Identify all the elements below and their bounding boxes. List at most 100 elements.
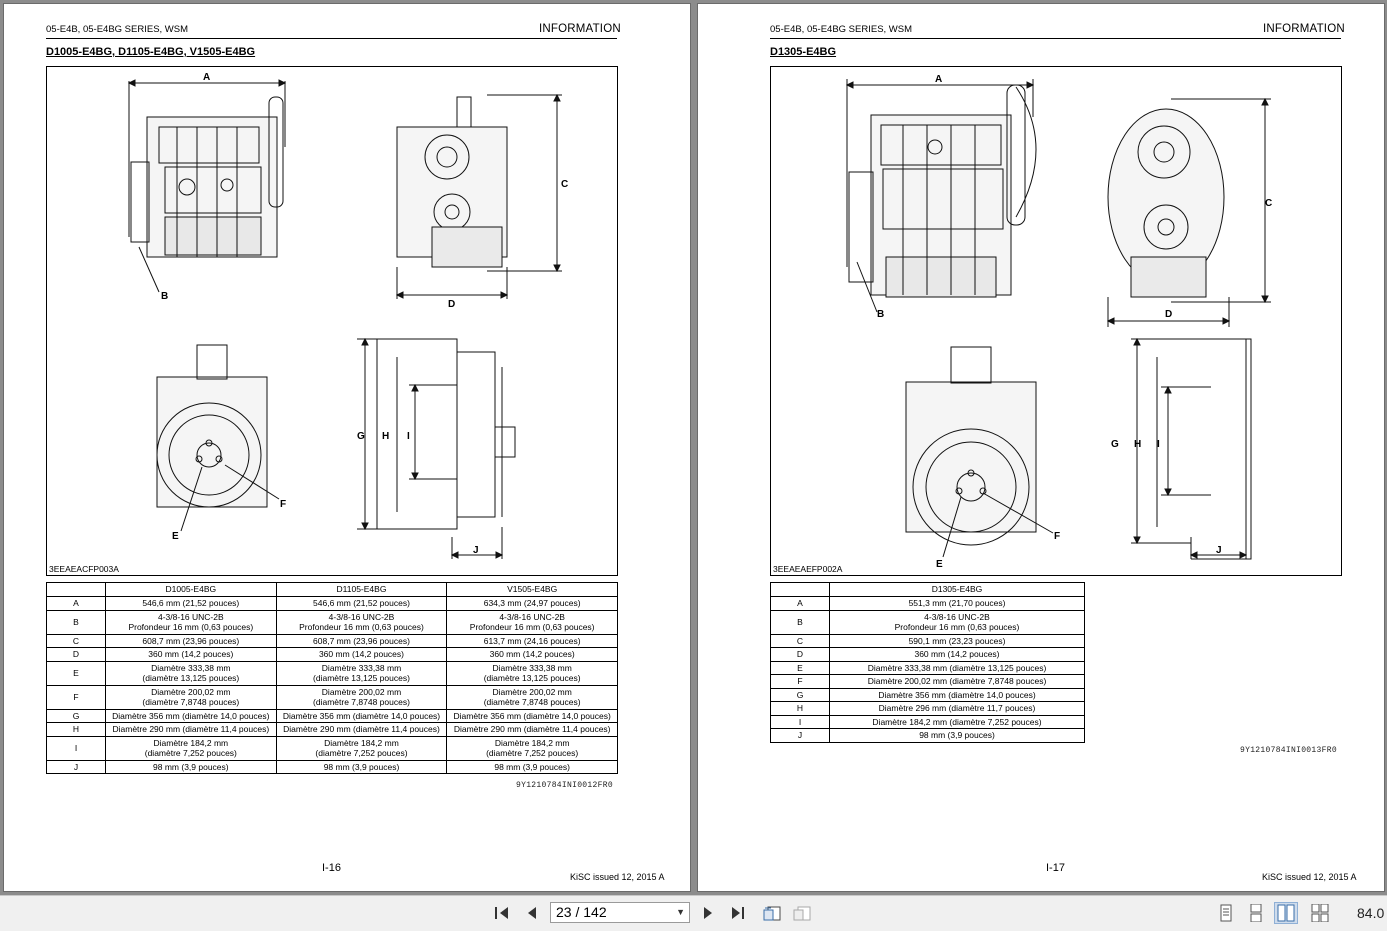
zoom-level[interactable]: 84.0	[1357, 905, 1385, 921]
dimension-value: 608,7 mm (23,96 pouces)	[275, 633, 448, 648]
page-i-17: 05-E4B, 05-E4BG SERIES, WSM INFORMATION …	[698, 4, 1384, 891]
dimension-key: G	[770, 687, 830, 702]
chevron-down-icon[interactable]: ▼	[676, 907, 685, 917]
figure-code: 3EEAEAEFP002A	[773, 564, 843, 574]
previous-page-icon[interactable]	[520, 902, 544, 924]
label-h: H	[1134, 439, 1141, 450]
value-line: (diamètre 13,125 pouces)	[313, 673, 410, 683]
label-c: C	[1265, 198, 1272, 209]
dimension-value: Diamètre 200,02 mm(diamètre 7,8748 pouce…	[446, 684, 618, 710]
value-line: 360 mm (14,2 pouces)	[148, 649, 234, 659]
column-header: V1505-E4BG	[446, 582, 618, 597]
dimension-key: A	[770, 596, 830, 611]
next-page-icon[interactable]	[696, 902, 720, 924]
issue-note: KiSC issued 12, 2015 A	[570, 872, 665, 882]
label-g: G	[357, 431, 365, 442]
dimension-key: J	[46, 759, 106, 774]
single-page-icon[interactable]	[1214, 902, 1238, 924]
continuous-icon[interactable]	[1244, 902, 1268, 924]
dimension-value: Diamètre 184,2 mm (diamètre 7,252 pouces…	[829, 714, 1085, 729]
value-line: Diamètre 333,38 mm	[492, 662, 572, 673]
first-page-icon[interactable]	[490, 902, 514, 924]
figure-code: 3EEAEACFP003A	[49, 564, 119, 574]
dimension-key: D	[46, 647, 106, 662]
value-line: 4-3/8-16 UNC-2B	[157, 611, 224, 622]
value-line: (diamètre 7,252 pouces)	[144, 748, 237, 758]
dimension-value: 590,1 mm (23,23 pouces)	[829, 633, 1085, 648]
dimension-value: 360 mm (14,2 pouces)	[446, 647, 618, 662]
next-view-icon[interactable]	[790, 902, 814, 924]
dimension-value: Diamètre 184,2 mm(diamètre 7,252 pouces)	[105, 735, 277, 761]
engine-dimension-figure: A B C D E F G H I J 3EEAEACFP003A	[46, 66, 618, 576]
page-number-input[interactable]: 23 / 142 ▼	[550, 902, 690, 923]
table-row: E Diamètre 333,38 mm (diamètre 13,125 pou…	[770, 660, 1085, 675]
value-line: 546,6 mm (21,52 pouces)	[313, 598, 410, 608]
value-line: Diamètre 356 mm (diamètre 14,0 pouces)	[878, 689, 1036, 700]
facing-pages-icon[interactable]	[1274, 902, 1298, 924]
value-line: (diamètre 7,252 pouces)	[315, 748, 408, 758]
value-line: 546,6 mm (21,52 pouces)	[142, 598, 240, 608]
value-line: Diamètre 184,2 mm (diamètre 7,252 pouces…	[872, 716, 1042, 727]
table-header-row: D1005-E4BG D1105-E4BG V1505-E4BG	[46, 582, 618, 597]
dimension-key: B	[770, 609, 830, 635]
dimension-value: Diamètre 290 mm (diamètre 11,4 pouces)	[275, 722, 448, 737]
section-header: INFORMATION	[1263, 23, 1345, 35]
series-header: 05-E4B, 05-E4BG SERIES, WSM	[770, 24, 913, 35]
dimension-key: D	[770, 647, 830, 662]
value-line: Diamètre 290 mm (diamètre 11,4 pouces)	[112, 724, 270, 734]
value-line: Diamètre 290 mm (diamètre 11,4 pouces)	[453, 724, 611, 734]
model-title: D1305-E4BG	[770, 46, 837, 58]
value-line: Diamètre 333,38 mm (diamètre 13,125 pouc…	[867, 662, 1047, 673]
dimension-value: 98 mm (3,9 pouces)	[275, 759, 448, 774]
document-viewport[interactable]: 05-E4B, 05-E4BG SERIES, WSM INFORMATION …	[0, 0, 1387, 895]
dimension-value: 98 mm (3,9 pouces)	[829, 728, 1085, 743]
column-header: D1105-E4BG	[275, 582, 448, 597]
engine-dimension-figure: A B C D E F G H I J 3EEAEAEFP002A	[770, 66, 1342, 576]
value-line: 4-3/8-16 UNC-2B	[924, 611, 990, 622]
dimension-value: Diamètre 333,38 mm(diamètre 13,125 pouce…	[446, 660, 618, 686]
label-c: C	[561, 179, 568, 190]
table-corner	[770, 582, 830, 597]
dimension-value: Diamètre 200,02 mm(diamètre 7,8748 pouce…	[275, 684, 448, 710]
dimension-key: E	[770, 660, 830, 675]
page-number: I-17	[1046, 862, 1065, 874]
dimension-key: I	[46, 735, 106, 761]
continuous-facing-icon[interactable]	[1308, 902, 1332, 924]
value-line: 608,7 mm (23,96 pouces)	[313, 635, 410, 646]
dimension-value: 546,6 mm (21,52 pouces)	[275, 596, 448, 611]
header-rule	[46, 38, 617, 39]
dimension-value: 608,7 mm (23,96 pouces)	[105, 633, 277, 648]
value-line: Diamètre 290 mm (diamètre 11,4 pouces)	[283, 724, 440, 734]
dimension-value: 551,3 mm (21,70 pouces)	[829, 596, 1085, 611]
label-d: D	[448, 299, 455, 310]
label-b: B	[161, 291, 168, 302]
dimension-value: Diamètre 200,02 mm (diamètre 7,8748 pouc…	[829, 674, 1085, 689]
label-b: B	[877, 309, 884, 320]
column-header: D1005-E4BG	[105, 582, 277, 597]
value-line: Diamètre 184,2 mm	[153, 737, 229, 748]
table-corner	[46, 582, 106, 597]
last-page-icon[interactable]	[726, 902, 750, 924]
value-line: (diamètre 7,8748 pouces)	[313, 697, 410, 707]
header-rule	[770, 38, 1341, 39]
value-line: Diamètre 200,02 mm	[151, 686, 231, 697]
value-line: (diamètre 7,8748 pouces)	[483, 697, 581, 707]
value-line: 360 mm (14,2 pouces)	[914, 649, 1000, 659]
previous-view-icon[interactable]	[760, 902, 784, 924]
value-line: Diamètre 200,02 mm	[321, 686, 402, 697]
dimension-value: Diamètre 184,2 mm(diamètre 7,252 pouces)	[275, 735, 448, 761]
value-line: (diamètre 13,125 pouces)	[142, 673, 240, 683]
engine-drawing: A B C D E F G H I J	[127, 72, 568, 559]
